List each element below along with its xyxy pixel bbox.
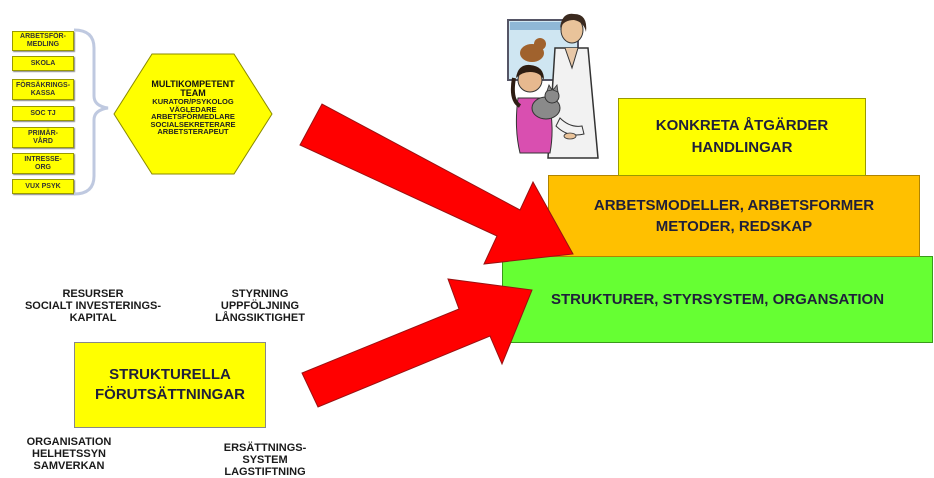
pyramid-middle-line2: METODER, REDSKAP [655,218,813,235]
hexagon-icon [113,53,273,175]
pyramid-middle-line1: ARBETSMODELLER, ARBETSFORMER [593,197,875,214]
bracket-icon [73,28,109,196]
pyramid-tier-middle: ARBETSMODELLER, ARBETSFORMER METODER, RE… [548,175,920,257]
clipart-vet-illustration [507,13,599,159]
hexagon-members: KURATOR/PSYKOLOG VÄGLEDARE ARBETSFÖRMEDL… [150,97,236,136]
pyramid-top-line2: HANDLINGAR [691,139,793,156]
side-item-soc-tj: SOC TJ [12,106,74,121]
pyramid-tier-top: KONKRETA ÅTGÄRDER HANDLINGAR [618,98,866,176]
side-item-primarvard: PRIMÄR- VÅRD [12,127,74,148]
strukturella-line1: STRUKTURELLA [109,366,231,383]
strukturella-line2: FÖRUTSÄTTNINGAR [95,386,245,403]
side-item-arbetsformedling: ARBETSFÖR- MEDLING [12,31,74,51]
caption-resurser: RESURSER SOCIALT INVESTERINGS- KAPITAL [24,288,162,324]
side-item-skola: SKOLA [12,56,74,71]
pyramid-top-line1: KONKRETA ÅTGÄRDER [655,117,829,134]
hexagon-title: MULTIKOMPETENT TEAM [151,79,235,98]
pyramid-tier-bottom: STRUKTURER, STYRSYSTEM, ORGANSATION [502,256,933,343]
caption-ersattning: ERSÄTTNINGS- SYSTEM LAGSTIFTNING [223,442,307,478]
caption-styrning: STYRNING UPPFÖLJNING LÅNGSIKTIGHET [215,288,305,324]
caption-organisation: ORGANISATION HELHETSSYN SAMVERKAN [26,436,112,472]
pyramid-bottom-line1: STRUKTURER, STYRSYSTEM, ORGANSATION [550,291,885,308]
strukturella-box: STRUKTURELLA FÖRUTSÄTTNINGAR [74,342,266,428]
side-item-forsakringskassa: FÖRSÄKRINGS- KASSA [12,79,74,100]
lower-arrow-icon [301,278,533,408]
upper-arrow-icon [299,103,574,265]
side-item-vux-psyk: VUX PSYK [12,179,74,194]
side-item-intresseorg: INTRESSE- ORG [12,153,74,174]
